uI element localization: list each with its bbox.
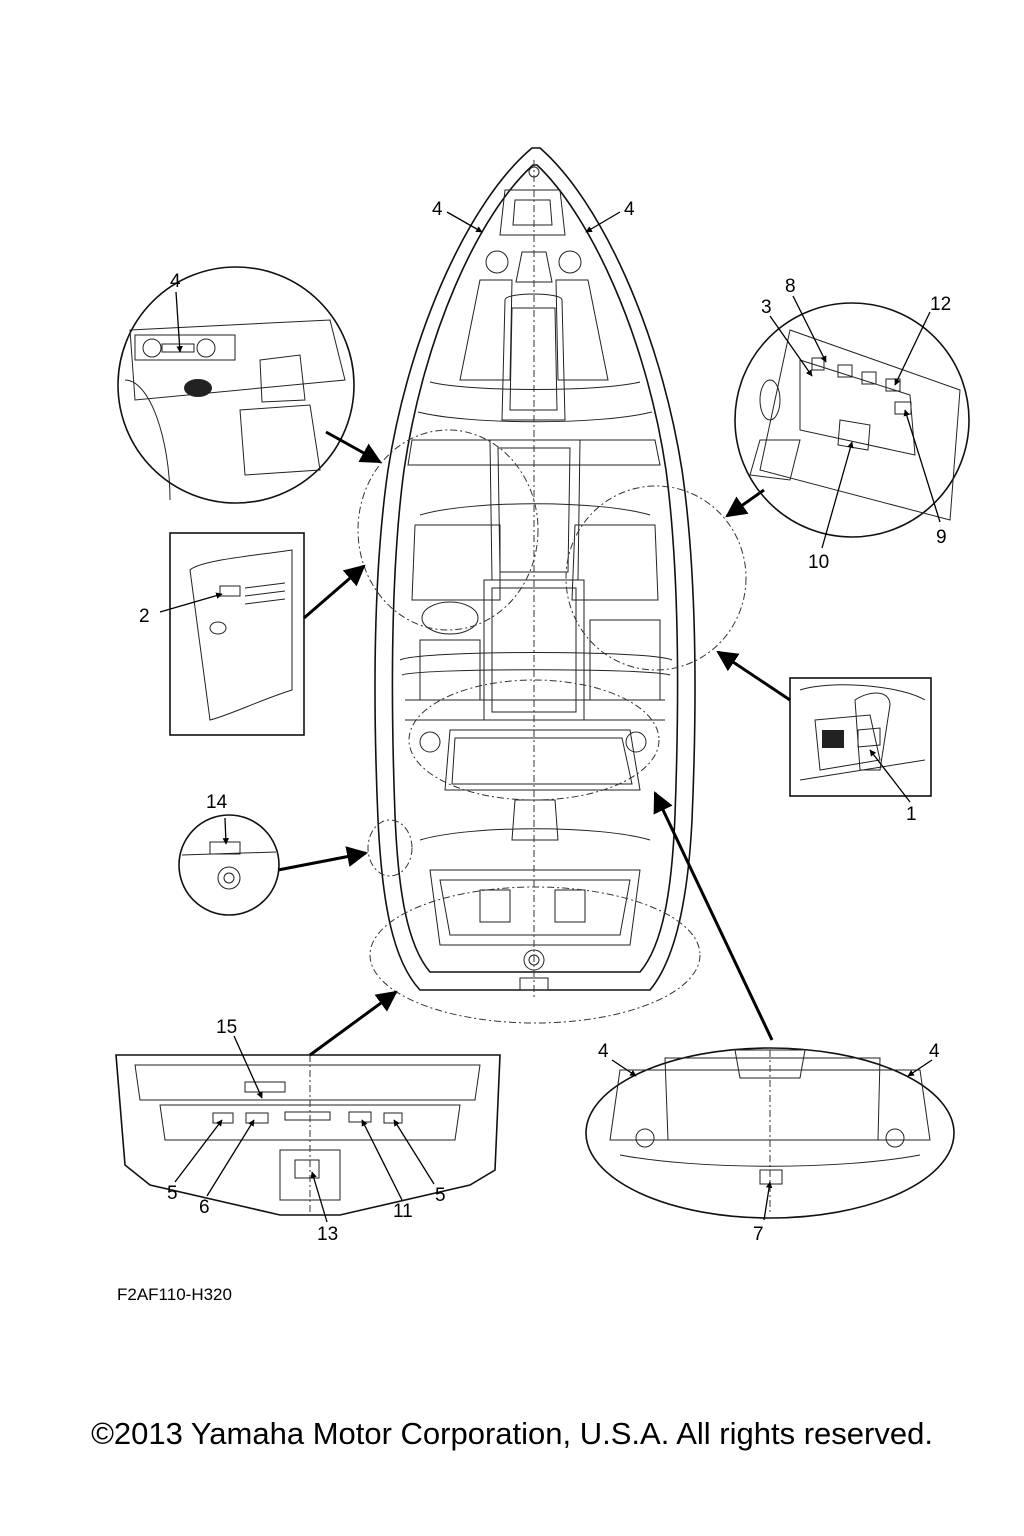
callout-15: 15 [216, 1017, 237, 1038]
callout-9: 9 [936, 527, 947, 548]
callout-2: 2 [139, 606, 150, 627]
callout-5-left: 5 [167, 1183, 178, 1204]
callout-12: 12 [930, 294, 951, 315]
callout-numbers: 4 4 4 8 3 12 9 10 2 1 14 15 4 4 5 6 11 5… [139, 199, 951, 1245]
detail-arrows [277, 430, 791, 1057]
detail-circle-drain [178, 814, 280, 916]
callout-10: 10 [808, 552, 829, 573]
diagram-code: F2AF110-H320 [117, 1285, 232, 1304]
detail-stern-transom [115, 1054, 501, 1216]
callout-4-bow-left: 4 [432, 199, 443, 220]
callout-11: 11 [393, 1201, 413, 1222]
callout-13: 13 [317, 1224, 338, 1245]
callout-7: 7 [753, 1224, 764, 1245]
callout-5-right: 5 [435, 1185, 446, 1206]
detail-box-lever [789, 677, 932, 797]
callout-14: 14 [206, 792, 228, 813]
detail-circle-dash-left [117, 266, 355, 504]
callout-4-stern-left: 4 [598, 1041, 609, 1062]
callout-4-stern-right: 4 [929, 1041, 940, 1062]
callout-8: 8 [785, 276, 796, 297]
leader-lines [159, 211, 941, 1223]
boat-hull-top-view [357, 147, 747, 1024]
detail-box-panel [169, 532, 305, 736]
callout-4-bow-right: 4 [624, 199, 635, 220]
detail-stern-bench [585, 1047, 955, 1219]
callout-3: 3 [761, 297, 772, 318]
callout-6: 6 [199, 1197, 210, 1218]
copyright-notice: ©2013 Yamaha Motor Corporation, U.S.A. A… [91, 1416, 933, 1451]
callout-1: 1 [906, 804, 917, 825]
callout-4-left-detail: 4 [170, 271, 181, 292]
